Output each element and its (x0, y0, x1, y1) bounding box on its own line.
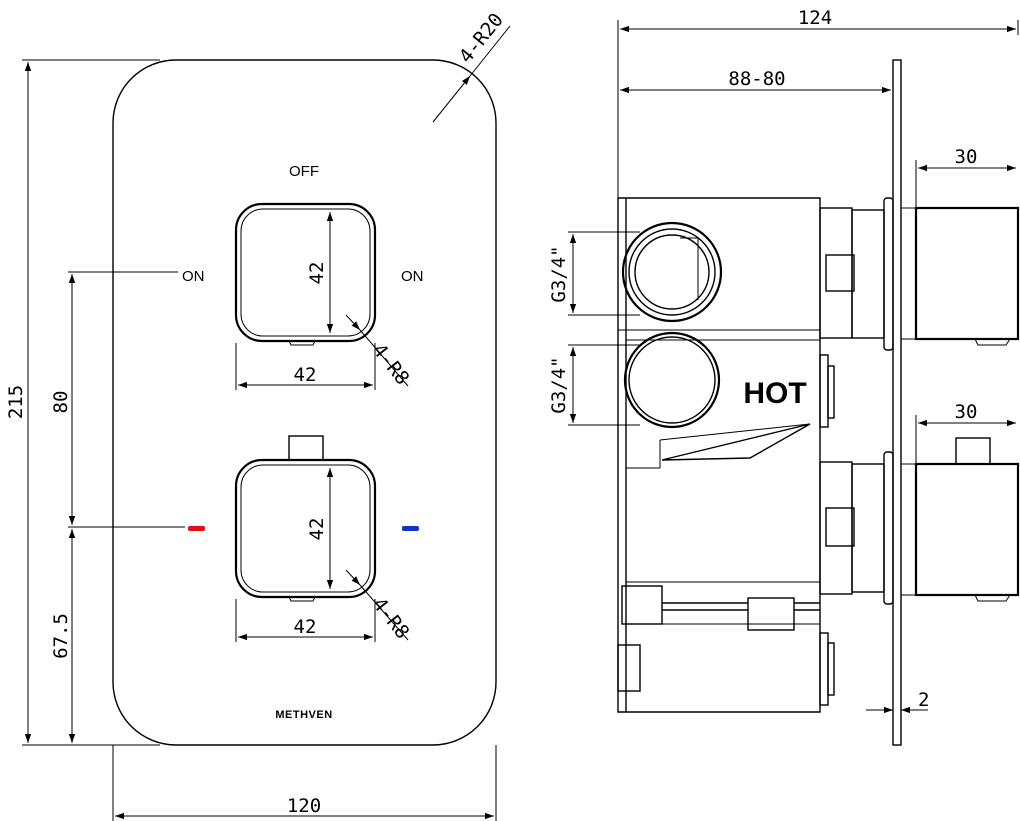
hot-label: HOT (743, 377, 806, 410)
side-fittings (819, 207, 855, 706)
hot-inlet (623, 331, 721, 429)
side-view: 124 88-80 (548, 7, 1020, 746)
width-dimension: 120 (287, 795, 321, 817)
hot-marker (188, 526, 205, 531)
top-handle-width: 42 (294, 364, 317, 386)
wall-plate (892, 59, 902, 746)
bottom-handle: 42 42 4-R8 (188, 435, 419, 643)
bottom-knob-depth: 30 (955, 401, 978, 423)
cold-marker (402, 526, 419, 531)
top-knob-depth: 30 (955, 146, 978, 168)
top-inlet (621, 221, 723, 323)
plate-thickness: 2 (918, 689, 929, 711)
bottom-knob-side (851, 437, 1020, 602)
bottom-handle-height: 42 (306, 518, 328, 541)
brand-logo: METHVEN (275, 709, 332, 721)
cover-plate (112, 59, 497, 746)
bottom-inlet-thread: G3/4" (548, 356, 570, 413)
top-knob-side (851, 206, 1020, 346)
front-view: 215 80 67.5 120 4-R20 OFF ON ON 42 (5, 9, 511, 821)
top-handle: OFF ON ON 42 42 4-R8 (182, 163, 424, 390)
on-label-left: ON (182, 268, 205, 285)
bottom-offset-dimension: 67.5 (50, 613, 72, 659)
height-dimension: 215 (5, 385, 27, 419)
top-handle-height: 42 (306, 262, 328, 285)
handle-spacing-dimension: 80 (50, 391, 72, 414)
off-label: OFF (289, 163, 319, 180)
overall-depth-dimension: 124 (798, 7, 832, 29)
on-label-right: ON (401, 268, 424, 285)
top-inlet-thread: G3/4" (548, 245, 570, 302)
bottom-handle-width: 42 (294, 616, 317, 638)
valve-body (617, 197, 821, 713)
body-depth-dimension: 88-80 (728, 68, 785, 90)
